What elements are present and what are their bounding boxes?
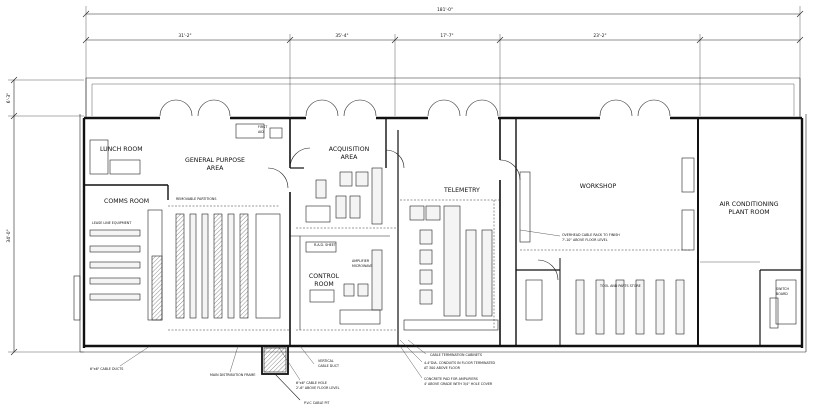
note-cable-hole-1: 6"x6" CABLE HOLE [296, 381, 327, 385]
room-label-general-2: AREA [207, 165, 224, 172]
dim-overall: 181'-0" [437, 7, 453, 13]
leader-lines [119, 229, 561, 381]
verandah [85, 77, 801, 118]
note-main-distribution: MAIN DISTRIBUTION FRAME [210, 373, 255, 377]
room-label-ac-1: AIR CONDITIONING [719, 201, 778, 208]
room-label-lunch: LUNCH ROOM [100, 146, 143, 153]
dim-segment-2: 35'-4" [335, 33, 348, 39]
note-tool-store: TOOL AND PARTS STORE [599, 284, 641, 288]
room-label-acquisition-2: AREA [341, 154, 358, 161]
dimension-lines [8, 6, 804, 356]
room-label-control-1: CONTROL [309, 273, 340, 280]
note-first-aid-2: AID [258, 130, 264, 134]
room-label-control-2: ROOM [314, 281, 333, 288]
note-vertical-duct-1: VERTICAL [318, 359, 334, 363]
dim-height-left: 34'-0" [6, 229, 12, 242]
note-rad-sheet: R.A.D. SHEET [314, 243, 337, 247]
note-amplifier-2: MICROWAVE [352, 264, 372, 268]
note-conduits-2: AT 300 ABOVE FLOOR [424, 366, 461, 370]
room-label-telemetry: TELEMETRY [443, 187, 480, 194]
dim-height-top: 6'-3" [6, 93, 12, 103]
dim-segment-4: 23'-2" [593, 33, 606, 39]
note-overhead-1: OVERHEAD CABLE RACK TO FINISH [562, 233, 620, 237]
note-vertical-duct-2: CABLE DUCT [318, 364, 340, 368]
acquisition-equipment [296, 167, 398, 331]
note-cable-termination: CABLE TERMINATION CABINETS [430, 353, 482, 357]
room-label-comms: COMMS ROOM [104, 198, 149, 205]
room-label-acquisition-1: ACQUISITION [329, 146, 370, 153]
workshop-equipment [519, 157, 695, 335]
note-switch-board-2: BOARD [776, 292, 788, 296]
door-swings [159, 99, 671, 117]
room-label-ac-2: PLANT ROOM [728, 209, 769, 216]
note-cable-ducts: 6"x6" CABLE DUCTS [90, 367, 123, 371]
note-first-aid-1: FIRST [258, 125, 268, 129]
note-cable-hole-2: 2'-6" ABOVE FLOOR LEVEL [296, 386, 340, 390]
note-pvc-pit: P.V.C CABLE PIT [304, 401, 330, 405]
telemetry-equipment [400, 199, 500, 331]
note-line-equipment: LEASE LINE EQUIPMENT [92, 221, 132, 225]
note-concrete-1: CONCRETE PAD FOR AMPLIFIERS [424, 377, 478, 381]
room-label-workshop: WORKSHOP [580, 183, 617, 190]
dim-segment-3: 17'-7" [440, 33, 453, 39]
comms-equipment [73, 123, 290, 331]
dim-segment-1: 31'-2" [178, 33, 191, 39]
ac-plant-equipment [700, 261, 797, 329]
note-amplifier-1: AMPLIFIER [352, 259, 370, 263]
interior-walls [84, 118, 802, 346]
cable-pit [261, 345, 301, 401]
note-concrete-2: 4' ABOVE GRADE WITH 3/4" HOLE COVER [424, 382, 493, 386]
room-label-general-1: GENERAL PURPOSE [185, 157, 245, 164]
note-removable-partitions: REMOVABLE PARTITIONS [176, 197, 217, 201]
note-overhead-2: 7'-10" ABOVE FLOOR LEVEL [562, 238, 608, 242]
note-conduits-1: 4-4"DIA. CONDUITS IN FLOOR TERMINATED [424, 361, 496, 365]
note-switch-board-1: SWITCH [776, 287, 789, 291]
